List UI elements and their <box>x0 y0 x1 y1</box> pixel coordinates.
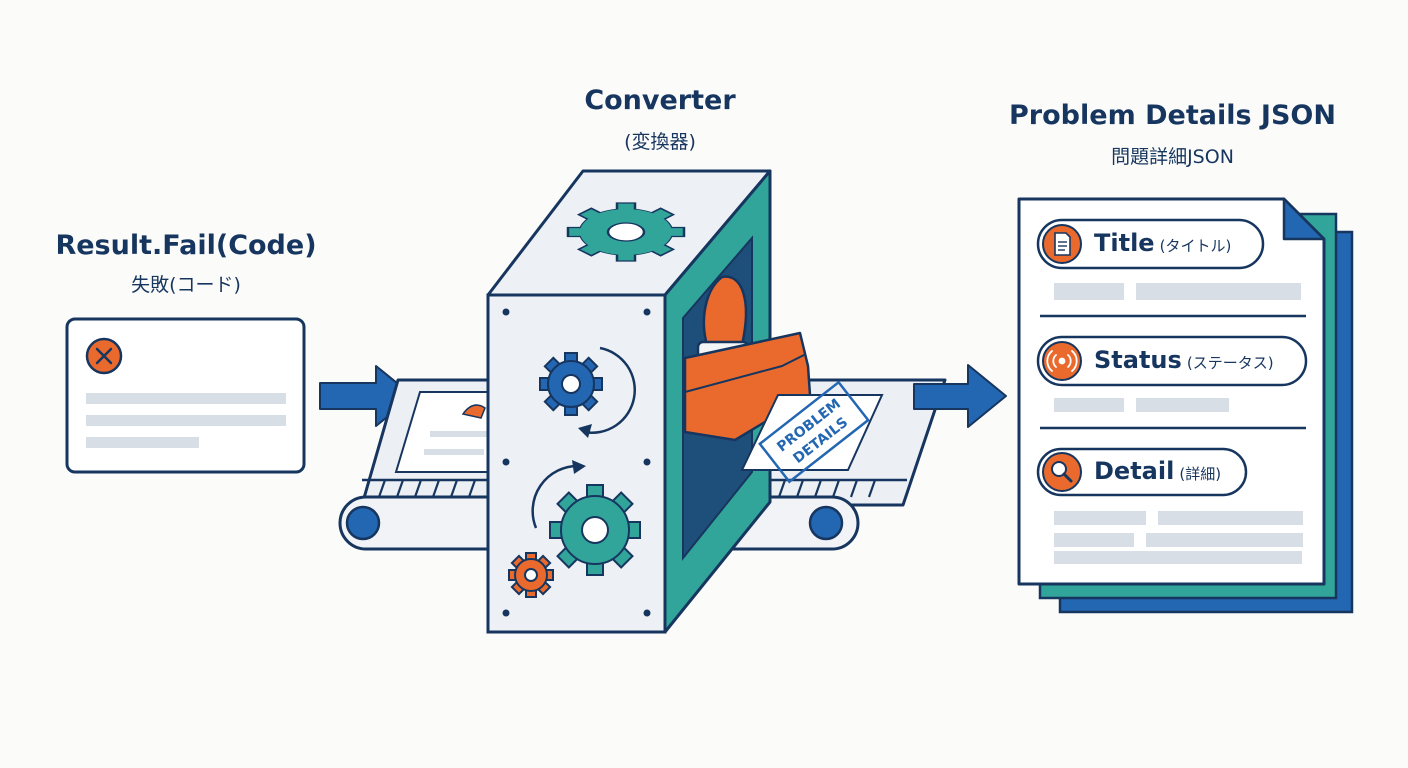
blue-gear-icon <box>539 352 603 416</box>
converter-subtitle: (変換器) <box>624 131 696 153</box>
status-field-text: Status (ステータス) <box>1094 346 1274 374</box>
status-field <box>1036 335 1308 387</box>
top-gear-icon <box>566 202 686 262</box>
error-card <box>65 317 306 474</box>
stamped-paper: PROBLEM DETAILS <box>740 380 884 484</box>
error-x-icon <box>85 337 123 375</box>
detail-field-label: Detail <box>1094 457 1175 485</box>
json-document <box>1017 197 1354 614</box>
converter-title: Converter <box>584 85 736 116</box>
rotate-arrow-icon <box>583 346 637 434</box>
status-field-note: (ステータス) <box>1186 354 1274 372</box>
teal-gear-icon <box>549 484 641 576</box>
source-title: Result.Fail(Code) <box>55 230 317 261</box>
output-subtitle: 問題詳細JSON <box>1111 146 1234 168</box>
status-field-label: Status <box>1094 346 1182 374</box>
title-field-note: (タイトル) <box>1159 237 1232 255</box>
title-field <box>1036 218 1265 270</box>
magnifier-icon <box>1051 461 1073 483</box>
converter-machine: PROBLEM DETAILS <box>486 169 884 634</box>
document-icon <box>1054 232 1071 256</box>
title-field-text: Title (タイトル) <box>1094 229 1231 257</box>
title-field-label: Title <box>1094 229 1155 257</box>
detail-field-text: Detail (詳細) <box>1094 457 1221 485</box>
output-title: Problem Details JSON <box>1009 100 1336 131</box>
source-subtitle: 失敗(コード) <box>131 274 241 296</box>
signal-icon <box>1046 350 1078 372</box>
detail-field <box>1036 447 1248 497</box>
orange-gear-icon <box>508 552 554 598</box>
arrow-right-icon <box>913 364 1007 428</box>
detail-field-note: (詳細) <box>1179 465 1222 483</box>
